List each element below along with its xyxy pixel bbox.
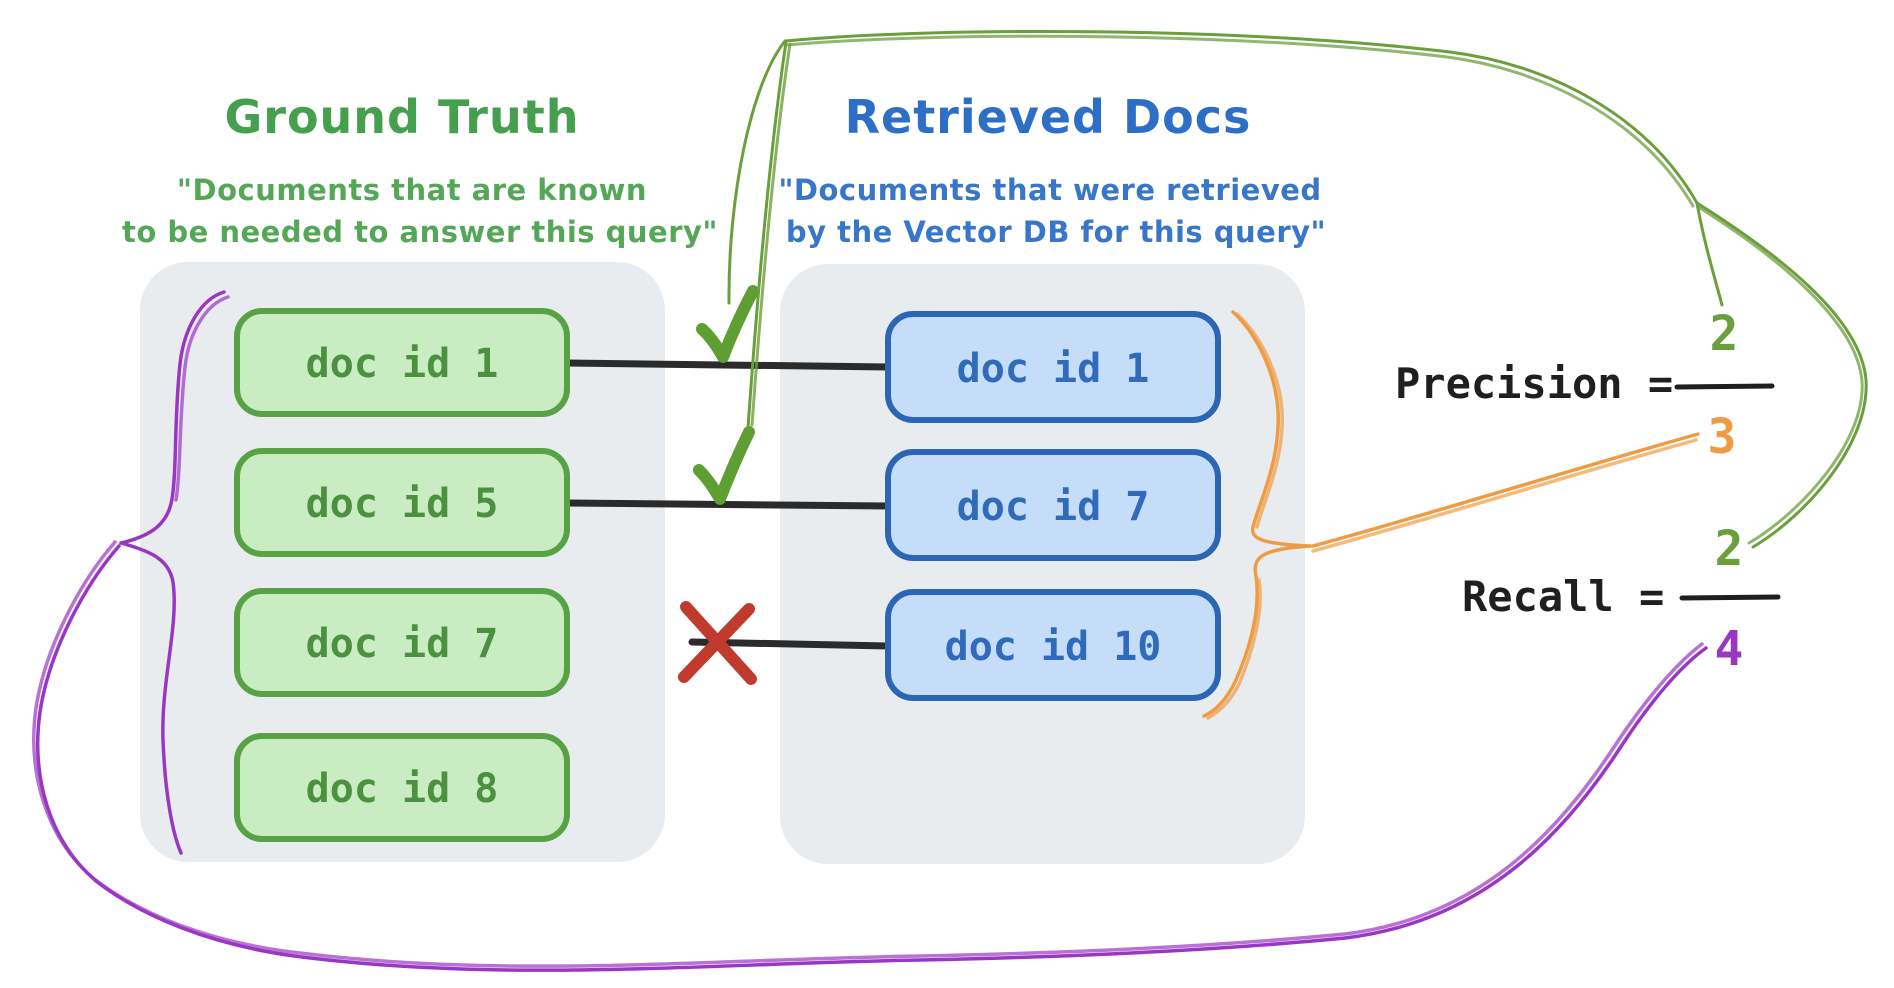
doc-box-label: doc id 5 [306,481,499,527]
doc-box-rect [885,311,1221,423]
doc-box-rect [885,449,1221,561]
precision-denominator: 3 [1708,409,1737,465]
ground-truth-doc-list: doc id 1 doc id 5 doc id 7 doc id 8 [234,308,570,842]
curve-to-recall-numerator [1695,201,1868,549]
purple-brace-lower [119,541,183,855]
purple-brace-upper-double [174,295,230,502]
curve-to-precision-numerator [1695,201,1724,307]
recall-formula: Recall = 2 4 [1462,521,1781,677]
purple-brace-upper [119,290,226,545]
curve-top-run [783,29,1699,205]
retrieved-doc-list: doc id 1 doc id 7 doc id 10 [885,311,1221,701]
curve-to-recall-numerator-double [1698,206,1864,545]
doc-box-label: doc id 7 [306,621,499,667]
doc-box-rect [234,733,570,842]
curve-from-check2 [746,40,788,430]
green-annotation-curve [727,29,1868,549]
doc-box-rect [234,588,570,697]
orange-brace-lower-double [1206,578,1262,720]
recall-numerator: 2 [1715,521,1744,577]
orange-brace-annotation [1202,310,1700,720]
doc-box-rect [885,589,1221,701]
doc-box-label: doc id 1 [957,346,1150,392]
purple-tail-to-denominator-double [32,540,1704,968]
ground-truth-quote-line1: "Documents that are known [177,173,647,207]
doc-box-rect [234,448,570,557]
precision-formula: Precision = 2 3 [1395,306,1775,465]
doc-box-label: doc id 7 [957,484,1150,530]
orange-brace-lower [1202,544,1312,718]
cross-stroke [678,603,755,683]
match-marks [678,285,759,685]
orange-brace-upper-double [1235,312,1284,529]
ground-truth-doc-box: doc id 7 [234,588,570,697]
retrieved-doc-box: doc id 10 [885,589,1221,701]
precision-label: Precision = [1395,359,1673,408]
curve-from-check2-double [750,42,792,427]
connector-doc5-doc7 [563,499,892,510]
orange-line-to-denominator [1311,432,1700,548]
retrieved-docs-quote-line2: by the Vector DB for this query" [786,215,1326,249]
doc-box-label: doc id 10 [945,624,1162,670]
recall-fraction-bar [1679,594,1781,601]
ground-truth-doc-box: doc id 8 [234,733,570,842]
ground-truth-title: Ground Truth [225,90,580,144]
cross-icon [678,601,757,685]
orange-line-to-denominator-double [1311,438,1698,553]
recall-label: Recall = [1462,572,1664,621]
recall-denominator: 4 [1715,621,1744,677]
retrieved-docs-quote-line1: "Documents that were retrieved [778,173,1321,207]
purple-brace-annotation [32,290,1708,972]
connector-doc1 [563,359,892,371]
orange-brace-upper [1231,310,1312,548]
precision-fraction-bar [1674,383,1775,390]
ground-truth-quote-line2: to be needed to answer this query" [122,215,718,249]
checkmark-icon [693,426,755,505]
ground-truth-doc-box: doc id 1 [234,308,570,417]
ground-truth-doc-box: doc id 5 [234,448,570,557]
purple-tail-to-denominator [36,544,1708,972]
retrieved-doc-box: doc id 1 [885,311,1221,423]
precision-numerator: 2 [1710,306,1739,362]
retrieved-docs-title: Retrieved Docs [845,90,1252,144]
curve-top-run-double [785,34,1695,208]
doc-box-label: doc id 8 [306,766,499,812]
checkmark-icon [696,285,759,363]
curve-from-check1 [727,39,787,305]
retrieved-doc-box: doc id 7 [885,449,1221,561]
doc-box-rect [234,308,570,417]
doc-box-label: doc id 1 [306,341,499,387]
